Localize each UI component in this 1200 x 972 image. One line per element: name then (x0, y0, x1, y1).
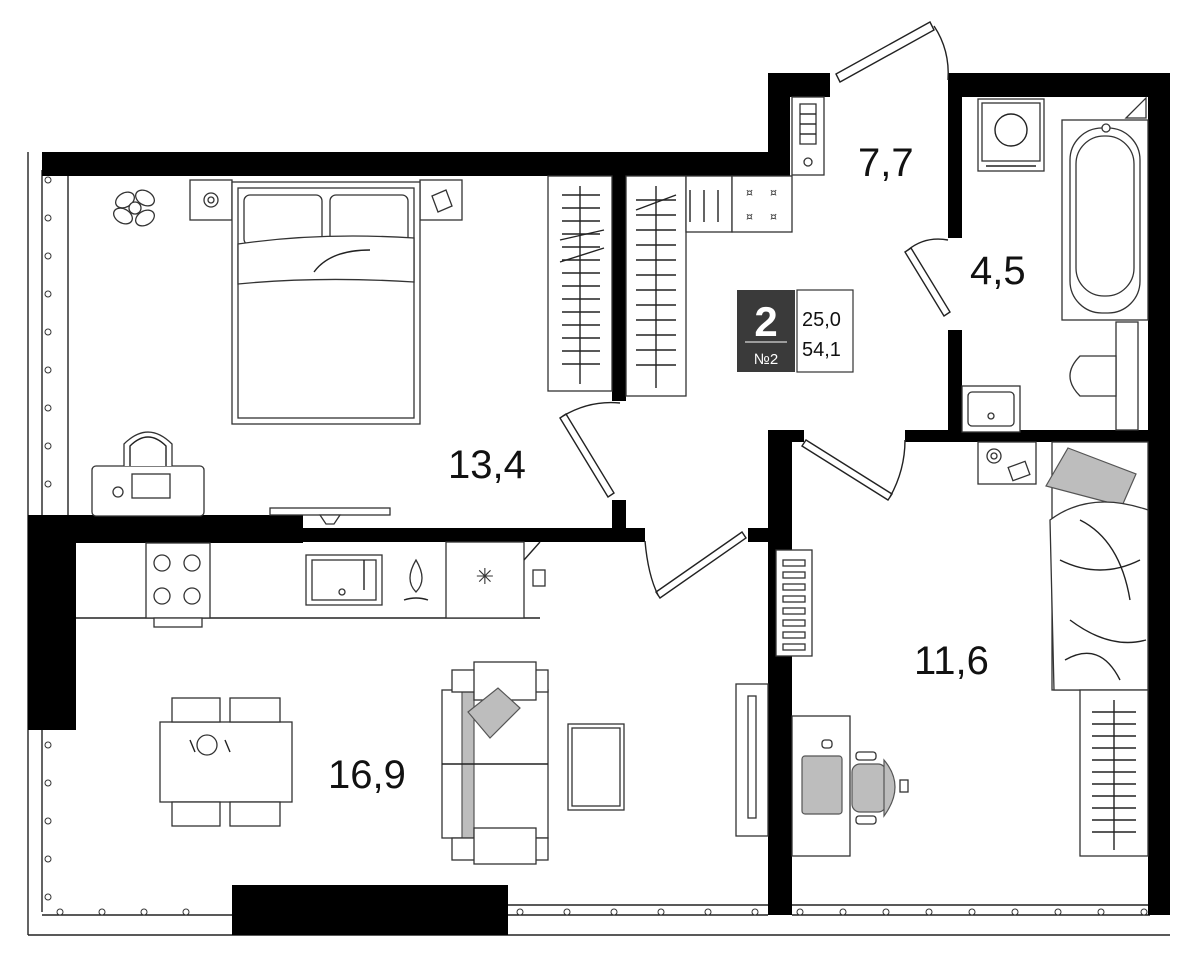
living-area: 25,0 (802, 309, 841, 331)
rooms-count: 2 (754, 298, 777, 345)
bathroom-fixtures (961, 96, 1149, 433)
plant-icon (113, 189, 155, 227)
kitchen-furniture: ✳ (76, 541, 769, 865)
room-area-hall: 7,7 (858, 141, 914, 185)
balcony-rail-dots (44, 176, 1148, 916)
svg-text:¤: ¤ (746, 186, 753, 199)
svg-text:✳: ✳ (476, 565, 494, 590)
badge-background (737, 290, 795, 372)
room-area-kitchen-living: 16,9 (328, 753, 406, 797)
wardrobes: ¤ ¤ ¤ ¤ (547, 96, 825, 397)
bedroom-furniture (91, 179, 463, 525)
room-area-bedroom: 13,4 (448, 443, 526, 487)
room-area-bathroom: 4,5 (970, 249, 1026, 293)
bedroom2-furniture (775, 441, 1149, 857)
walls (28, 73, 1170, 935)
apartment-badge: 2 №2 25,0 54,1 (737, 289, 854, 373)
svg-text:¤: ¤ (746, 210, 753, 223)
total-area: 54,1 (802, 339, 841, 361)
apartment-number: №2 (754, 351, 778, 368)
room-area-second-bedroom: 11,6 (914, 639, 989, 683)
doors (559, 21, 951, 599)
window-frames (27, 152, 1170, 936)
svg-text:¤: ¤ (770, 210, 777, 223)
svg-text:¤: ¤ (770, 186, 777, 199)
